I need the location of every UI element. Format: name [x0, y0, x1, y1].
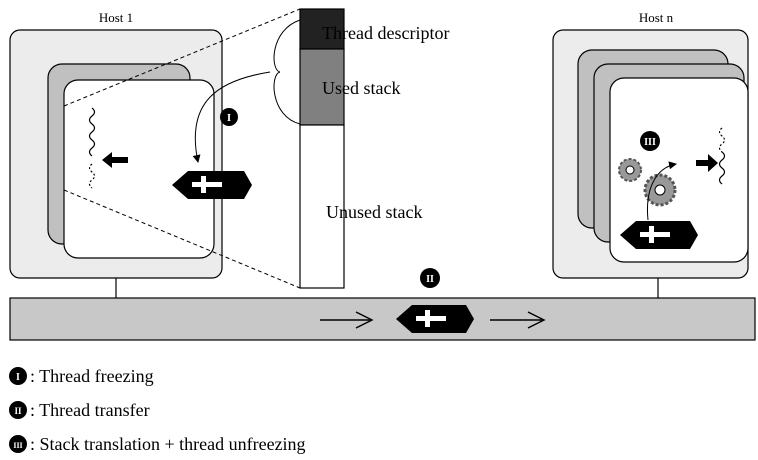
used-stack-bracket	[273, 19, 301, 125]
freeze-arrow	[192, 71, 271, 163]
arrow-icon	[490, 311, 546, 329]
legend-item: II : Thread transfer	[9, 400, 150, 420]
network-bar	[9, 297, 756, 341]
unused-stack-block	[299, 124, 345, 289]
arrow-icon	[320, 311, 374, 329]
zoom-line-top	[63, 8, 301, 107]
svg-text:I: I	[16, 372, 20, 383]
step-1-badge: I	[220, 108, 238, 126]
legend-text: : Stack translation + thread unfreezing	[30, 434, 306, 454]
unfreeze-arrow	[646, 161, 677, 221]
svg-text:III: III	[13, 441, 22, 450]
thread-descriptor-block	[299, 8, 345, 50]
host-1-label: Host 1	[99, 10, 133, 25]
arrow-icon	[102, 152, 128, 168]
svg-text:I: I	[227, 112, 231, 124]
arrow-icon	[696, 154, 718, 172]
svg-text:II: II	[426, 274, 434, 285]
thread-icon	[88, 163, 96, 189]
step-2-badge: II	[420, 268, 440, 288]
host-1-window-front	[63, 79, 215, 259]
zoom-line-bottom	[63, 189, 301, 289]
coffin-icon	[620, 221, 698, 249]
thread-icon	[718, 151, 726, 185]
coffin-icon	[396, 305, 474, 333]
host-n-label: Host n	[639, 10, 674, 25]
legend-item: III : Stack translation + thread unfreez…	[9, 434, 306, 454]
legend-text: : Thread transfer	[30, 400, 150, 420]
svg-text:II: II	[14, 406, 22, 416]
legend-item: I : Thread freezing	[9, 366, 154, 386]
thread-icon	[88, 107, 96, 157]
svg-text:III: III	[644, 137, 656, 148]
gear-icon	[618, 158, 642, 182]
coffin-icon	[172, 171, 252, 199]
thread-descriptor-label: Thread descriptor	[322, 23, 449, 43]
thread-icon	[718, 127, 726, 153]
host-n-window-front	[609, 77, 749, 263]
step-3-badge: III	[640, 131, 660, 151]
legend-text: : Thread freezing	[30, 366, 154, 386]
used-stack-label: Used stack	[322, 78, 400, 98]
legend: I : Thread freezing II : Thread transfer…	[9, 366, 306, 454]
unused-stack-label: Unused stack	[326, 202, 422, 222]
